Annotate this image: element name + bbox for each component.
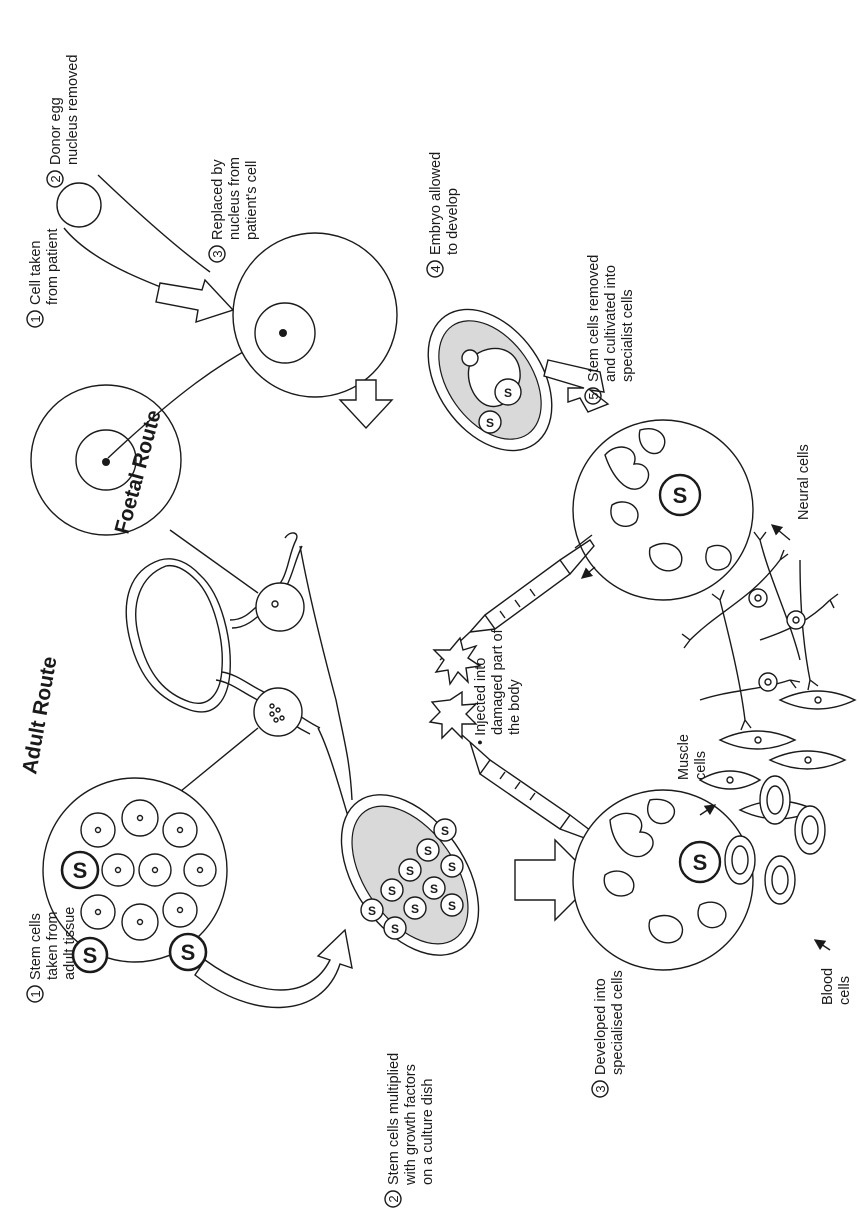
svg-text:adult tissue: adult tissue — [62, 907, 78, 980]
donor-hollow-arrow — [156, 280, 233, 322]
svg-text:nucleus removed: nucleus removed — [65, 55, 81, 165]
dish-s-8: S — [430, 882, 438, 896]
dish-s-10: S — [448, 899, 456, 913]
svg-text:1: 1 — [28, 990, 43, 997]
svg-text:Replaced by: Replaced by — [210, 159, 226, 240]
foetal-step-2-label: 2 Donor egg nucleus removed — [47, 55, 81, 187]
svg-text:3: 3 — [210, 250, 225, 257]
svg-text:nucleus from: nucleus from — [227, 157, 243, 240]
specialist-stem-label-foetal: S — [673, 483, 688, 508]
svg-text:taken from: taken from — [45, 912, 61, 981]
sample-to-dish-arrow — [195, 930, 352, 1007]
reconstructed-egg — [233, 233, 397, 397]
svg-text:the body: the body — [507, 679, 523, 735]
svg-text:specialist cells: specialist cells — [620, 289, 636, 382]
svg-text:damaged part of: damaged part of — [490, 628, 506, 735]
embryo-stem-label-2: S — [486, 416, 494, 430]
adult-stem-label-3: S — [83, 943, 98, 968]
svg-text:Blood: Blood — [820, 968, 836, 1005]
embryo-stem-label-1: S — [504, 386, 512, 400]
starburst-adult — [430, 692, 476, 738]
svg-text:Developed into: Developed into — [593, 978, 609, 1075]
dish-s-1: S — [368, 904, 376, 918]
svg-text:• Injected into: • Injected into — [473, 658, 489, 745]
adult-step-1-label: 1 Stem cells taken from adult tissue — [27, 907, 78, 1002]
adult-stem-label-2: S — [181, 940, 196, 965]
specialist-stem-label-adult: S — [693, 850, 708, 875]
foetal-step-3-label: 3 Replaced by nucleus from patient's cel… — [209, 157, 260, 262]
svg-text:Neural cells: Neural cells — [796, 444, 812, 520]
dish-s-3: S — [406, 864, 414, 878]
svg-text:3: 3 — [593, 1085, 608, 1092]
svg-text:Embryo allowed: Embryo allowed — [428, 152, 444, 255]
dish-s-4: S — [424, 844, 432, 858]
svg-text:Stem cells: Stem cells — [28, 913, 44, 980]
svg-text:with growth factors: with growth factors — [403, 1064, 419, 1186]
embryo-dish: S S — [403, 286, 578, 473]
svg-text:and cultivated into: and cultivated into — [603, 265, 619, 382]
svg-text:Donor egg: Donor egg — [48, 97, 64, 165]
dish-s-5: S — [441, 824, 449, 838]
dish-s-6: S — [391, 922, 399, 936]
adult-stem-label-1: S — [73, 858, 88, 883]
syringe-foetal — [440, 535, 594, 660]
patient-cell — [31, 385, 181, 535]
svg-text:Muscle: Muscle — [676, 734, 692, 780]
svg-text:cells: cells — [837, 976, 853, 1005]
svg-text:to develop: to develop — [445, 188, 461, 255]
svg-text:1: 1 — [28, 315, 43, 322]
foetal-step-1-label: 1 Cell taken from patient — [27, 228, 61, 327]
foetal-step-5-label: 5 Stem cells removed and cultivated into… — [585, 255, 636, 404]
svg-text:Cell taken: Cell taken — [28, 241, 44, 305]
injection-label: • Injected into damaged part of the body — [473, 628, 523, 745]
donor-egg-nucleus — [57, 183, 101, 227]
svg-text:Stem cells multiplied: Stem cells multiplied — [386, 1053, 402, 1185]
svg-text:on a culture dish: on a culture dish — [420, 1079, 436, 1185]
syringe-adult — [445, 720, 595, 840]
adult-step-3-label: 3 Developed into specialised cells — [592, 970, 626, 1097]
dish-s-9: S — [448, 860, 456, 874]
dish-s-7: S — [411, 902, 419, 916]
dish-s-2: S — [388, 884, 396, 898]
neural-cells-label: Neural cells — [796, 444, 812, 520]
foetal-step-4-label: 4 Embryo allowed to develop — [427, 152, 461, 277]
svg-text:2: 2 — [48, 175, 63, 182]
foetal-tissue-circle — [256, 583, 304, 631]
specialist-cells-foetal: S — [573, 420, 753, 600]
svg-text:5: 5 — [586, 392, 601, 399]
muscle-cells-label: Muscle cells — [676, 734, 709, 780]
svg-text:Stem cells removed: Stem cells removed — [586, 255, 602, 382]
specialised-cells-adult: S — [573, 790, 753, 970]
svg-text:cells: cells — [693, 751, 709, 780]
blood-cells-label: Blood cells — [820, 968, 853, 1005]
adult-tissue-circle — [254, 688, 302, 736]
adult-step-2-label: 2 Stem cells multiplied with growth fact… — [385, 1053, 436, 1207]
svg-text:patient's cell: patient's cell — [244, 161, 260, 240]
adult-route-heading: Adult Route — [18, 655, 61, 776]
svg-text:2: 2 — [386, 1195, 401, 1202]
svg-text:from patient: from patient — [45, 228, 61, 305]
svg-text:specialised cells: specialised cells — [610, 970, 626, 1075]
svg-text:4: 4 — [428, 265, 443, 272]
